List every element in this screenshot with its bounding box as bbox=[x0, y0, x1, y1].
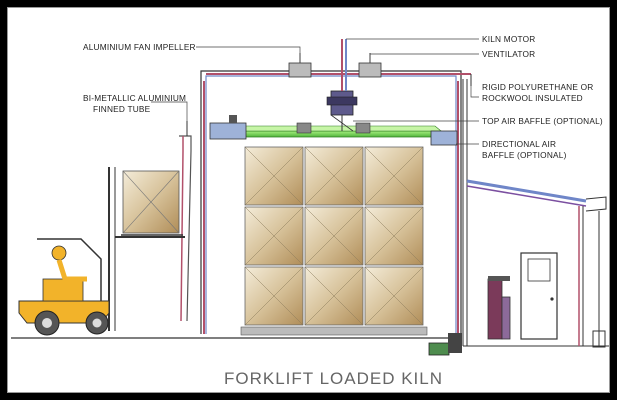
stack-base bbox=[240, 326, 428, 336]
lumber-stack bbox=[364, 206, 424, 266]
forklift-load bbox=[121, 170, 183, 236]
lumber-stack bbox=[304, 266, 364, 326]
lumber-stacks bbox=[240, 146, 428, 336]
lumber-stack bbox=[304, 146, 364, 206]
kiln-diagram: ALUMINIUM FAN IMPELLER BI-METALLIC ALUMI… bbox=[11, 34, 609, 388]
motor-icon bbox=[326, 39, 358, 132]
lumber-stack bbox=[364, 146, 424, 206]
forklift-icon bbox=[18, 167, 185, 336]
label-directional-2: BAFFLE (OPTIONAL) bbox=[482, 150, 567, 160]
label-directional-1: DIRECTIONAL AIR bbox=[482, 139, 556, 149]
finned-tube bbox=[209, 115, 458, 146]
kiln-structure bbox=[200, 70, 472, 346]
label-finned-tube-1: BI-METALLIC ALUMINIUM bbox=[83, 93, 186, 103]
leader-lines bbox=[151, 38, 479, 145]
diagram-canvas: ALUMINIUM FAN IMPELLER BI-METALLIC ALUMI… bbox=[7, 7, 610, 393]
diagram-title: FORKLIFT LOADED KILN bbox=[224, 369, 443, 388]
lumber-stack bbox=[304, 206, 364, 266]
label-fan-impeller: ALUMINIUM FAN IMPELLER bbox=[83, 42, 196, 52]
label-top-baffle: TOP AIR BAFFLE (OPTIONAL) bbox=[482, 116, 603, 126]
fan-icon bbox=[288, 53, 371, 134]
left-duct bbox=[179, 121, 192, 322]
annex-building bbox=[466, 179, 607, 348]
pump-icon bbox=[428, 333, 462, 356]
label-insulated-1: RIGID POLYURETHANE OR bbox=[482, 82, 593, 92]
lumber-stack bbox=[244, 206, 304, 266]
door-icon bbox=[520, 252, 558, 340]
label-insulated-2: ROCKWOOL INSULATED bbox=[482, 93, 583, 103]
label-ventilator: VENTILATOR bbox=[482, 49, 535, 59]
label-finned-tube-2: FINNED TUBE bbox=[93, 104, 151, 114]
machine-icon bbox=[487, 276, 511, 340]
label-kiln-motor: KILN MOTOR bbox=[482, 34, 535, 44]
top-air-baffle bbox=[212, 125, 457, 138]
lumber-stack bbox=[364, 266, 424, 326]
lumber-stack bbox=[244, 266, 304, 326]
lumber-stack bbox=[244, 146, 304, 206]
